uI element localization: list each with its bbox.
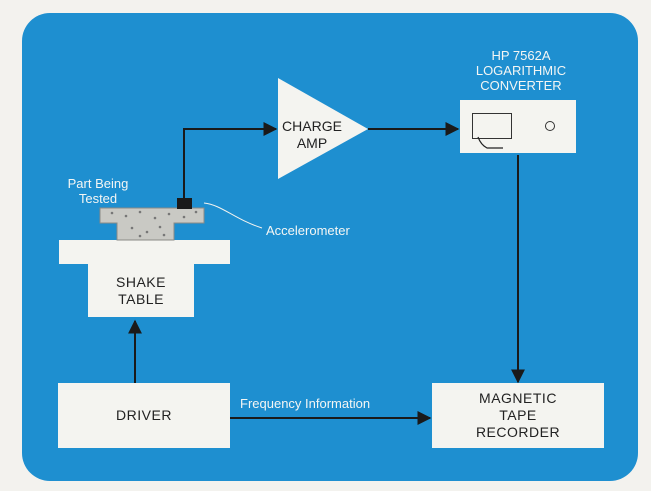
charge-amp-triangle [278,78,368,179]
accelerometer-label: Accelerometer [266,223,350,238]
shake-table-box: SHAKE TABLE [88,264,194,317]
driver-box: DRIVER [58,383,230,448]
frequency-information-label: Frequency Information [240,396,371,411]
part-being-tested [99,207,205,241]
part-being-tested-label: Part Being Tested [67,176,129,206]
shake-table-plate [59,240,230,264]
wire-sensor-to-amp [183,122,278,198]
accelerometer-leader-line [203,202,263,229]
accelerometer-sensor [177,198,192,209]
meter-needle-icon [477,136,503,149]
converter-title: HP 7562A LOGARITHMIC CONVERTER [475,48,567,93]
knob-icon [545,121,555,131]
converter-box [460,100,576,153]
diagram-panel: Part Being Tested Accelerometer HP 7562A… [22,13,638,481]
charge-amp-label: CHARGE AMP [282,118,342,151]
meter-display [472,113,512,149]
recorder-box: MAGNETIC TAPE RECORDER [432,383,604,448]
diagram-graphics [59,78,525,425]
